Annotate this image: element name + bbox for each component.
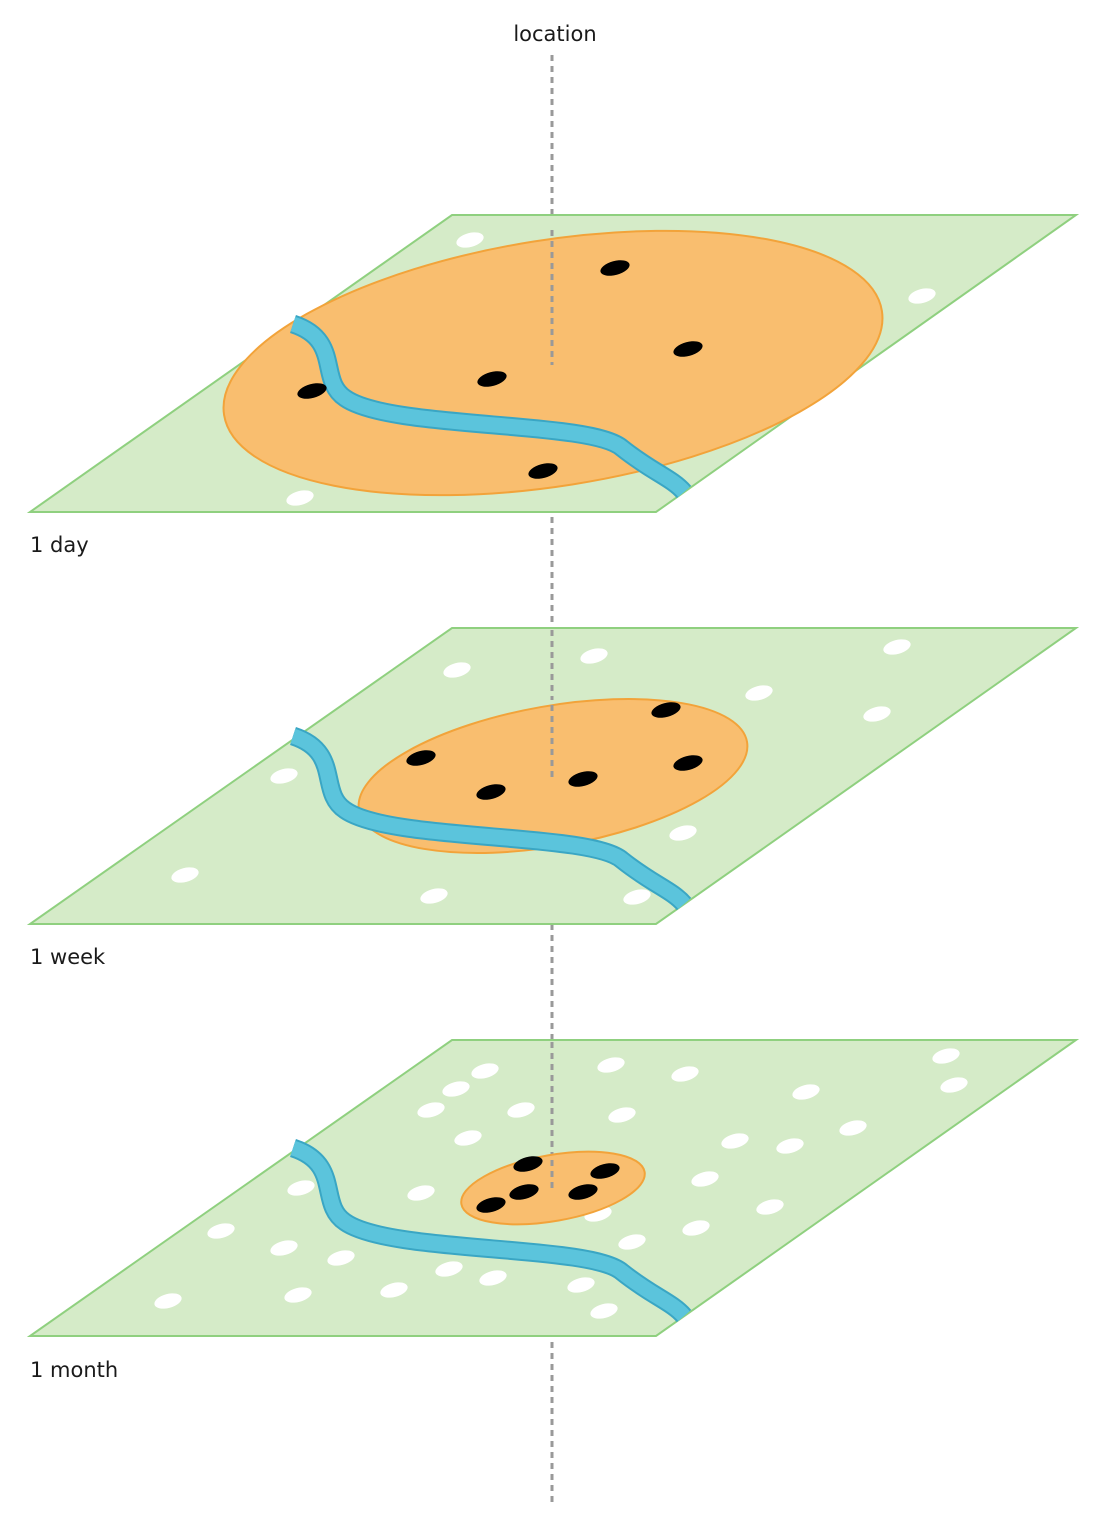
layer-1-day: 1 day — [26, 214, 1080, 557]
river — [289, 726, 692, 911]
layer-1-week: 1 week — [26, 627, 1080, 969]
layer-1-month: 1 month — [26, 1039, 1080, 1382]
black-dots — [297, 260, 703, 479]
white-dots — [286, 232, 936, 506]
layer-label: 1 week — [30, 945, 106, 969]
river — [289, 1138, 692, 1323]
black-dots — [406, 702, 703, 800]
white-dots — [171, 639, 911, 905]
axis-label: location — [513, 22, 596, 46]
river — [289, 314, 692, 499]
layer-label: 1 month — [30, 1358, 118, 1382]
black-dots — [476, 1156, 620, 1213]
white-dots — [154, 1048, 968, 1319]
layer-label: 1 day — [30, 533, 89, 557]
